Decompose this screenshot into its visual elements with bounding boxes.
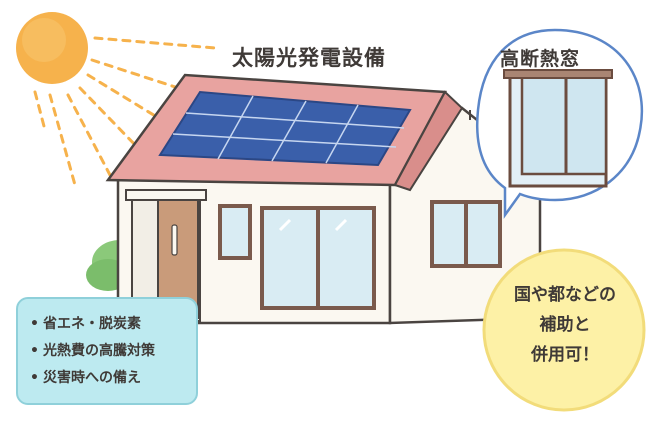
large-window — [260, 206, 376, 310]
benefit-item: 災害時への備え — [30, 365, 196, 392]
small-window — [218, 204, 252, 260]
subsidy-circle — [482, 248, 646, 412]
side-window — [430, 200, 502, 268]
benefits-list: 省エネ・脱炭素 光熱費の高騰対策 災害時への備え — [30, 311, 196, 392]
benefit-item: 光熱費の高騰対策 — [30, 338, 196, 365]
subsidy-text: 国や都などの 補助と 併用可！ — [490, 280, 640, 370]
subsidy-line-1: 国や都などの — [514, 285, 616, 305]
solar-panel — [158, 90, 412, 167]
solar-equipment-label: 太陽光発電設備 — [232, 46, 386, 70]
benefit-item: 省エネ・脱炭素 — [30, 311, 196, 338]
subsidy-line-3: 併用可！ — [531, 345, 599, 365]
sun-icon — [16, 12, 88, 84]
insulated-window-label: 高断熱窓 — [500, 48, 581, 70]
sun-rays — [33, 36, 217, 187]
insulated-window-icon — [503, 69, 613, 188]
subsidy-line-2: 補助と — [539, 315, 591, 335]
window-bubble — [476, 28, 644, 219]
benefits-box: 省エネ・脱炭素 光熱費の高騰対策 災害時への備え — [16, 297, 198, 405]
